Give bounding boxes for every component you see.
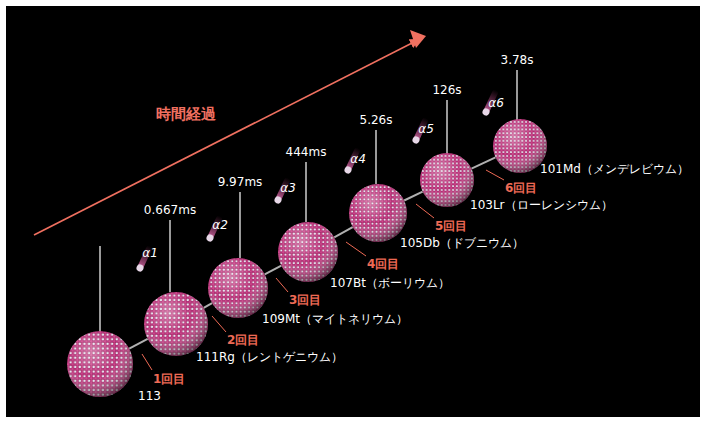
decay-step-label: 3回目: [288, 293, 322, 307]
decay-link: [334, 227, 352, 237]
sphere-shape: [420, 153, 474, 207]
decay-link: [204, 303, 212, 308]
alpha-label: α6: [488, 96, 504, 110]
axis-label: 時間経過: [156, 105, 216, 123]
decay-step-label: 5回目: [434, 219, 468, 233]
half-life-label: 3.78s: [501, 53, 534, 67]
half-life-label: 126s: [432, 83, 461, 97]
decay-step-label: 1回目: [152, 372, 186, 386]
alpha-label: α4: [350, 152, 366, 166]
decay-step-label: 2回目: [226, 333, 260, 347]
alpha-label: α1: [142, 246, 158, 260]
element-name: 103Lr（ローレンシウム）: [470, 198, 613, 212]
nucleus-sphere: 101Md（メンデレビウム）: [493, 119, 547, 173]
alpha-label: α2: [212, 218, 228, 232]
sphere-shape: [208, 258, 268, 318]
sphere-shape: [67, 331, 133, 397]
nucleus-sphere: 113: [67, 331, 133, 397]
nucleus-sphere: 109Mt（マイトネリウム）: [208, 258, 268, 318]
half-life-label: 0.667ms: [144, 203, 196, 217]
sphere-shape: [144, 292, 208, 356]
nucleus-sphere: 107Bt（ボーリウム）: [278, 222, 338, 282]
half-life-label: 444ms: [286, 145, 327, 159]
dark-panel: 113111Rg（レントゲニウム）109Mt（マイトネリウム）107Bt（ボーリ…: [6, 6, 700, 417]
element-name: 107Bt（ボーリウム）: [330, 276, 450, 290]
decay-link: [265, 266, 282, 275]
sphere-shape: [349, 184, 407, 242]
alpha-label: α3: [280, 181, 296, 195]
element-name: 101Md（メンデレビウム）: [540, 162, 689, 176]
decay-link: [471, 157, 495, 168]
sphere-shape: [278, 222, 338, 282]
half-life-lines: [100, 70, 517, 332]
decay-step-label: 4回目: [366, 257, 400, 271]
half-life-label: 5.26s: [360, 113, 393, 127]
decay-link: [129, 339, 147, 349]
nucleus-sphere: 111Rg（レントゲニウム）: [144, 292, 208, 356]
half-life-label: 9.97ms: [218, 175, 263, 189]
nucleus-sphere: 103Lr（ローレンシウム）: [420, 153, 474, 207]
decay-step-label: 6回目: [504, 181, 538, 195]
alpha-label: α5: [418, 122, 434, 136]
sphere-shape: [493, 119, 547, 173]
decay-link: [404, 192, 422, 201]
element-name: 111Rg（レントゲニウム）: [196, 350, 343, 364]
element-name: 105Db（ドブニウム）: [400, 236, 524, 250]
element-name: 113: [138, 389, 161, 403]
element-name: 109Mt（マイトネリウム）: [262, 312, 408, 326]
nucleus-sphere: 105Db（ドブニウム）: [349, 184, 407, 242]
